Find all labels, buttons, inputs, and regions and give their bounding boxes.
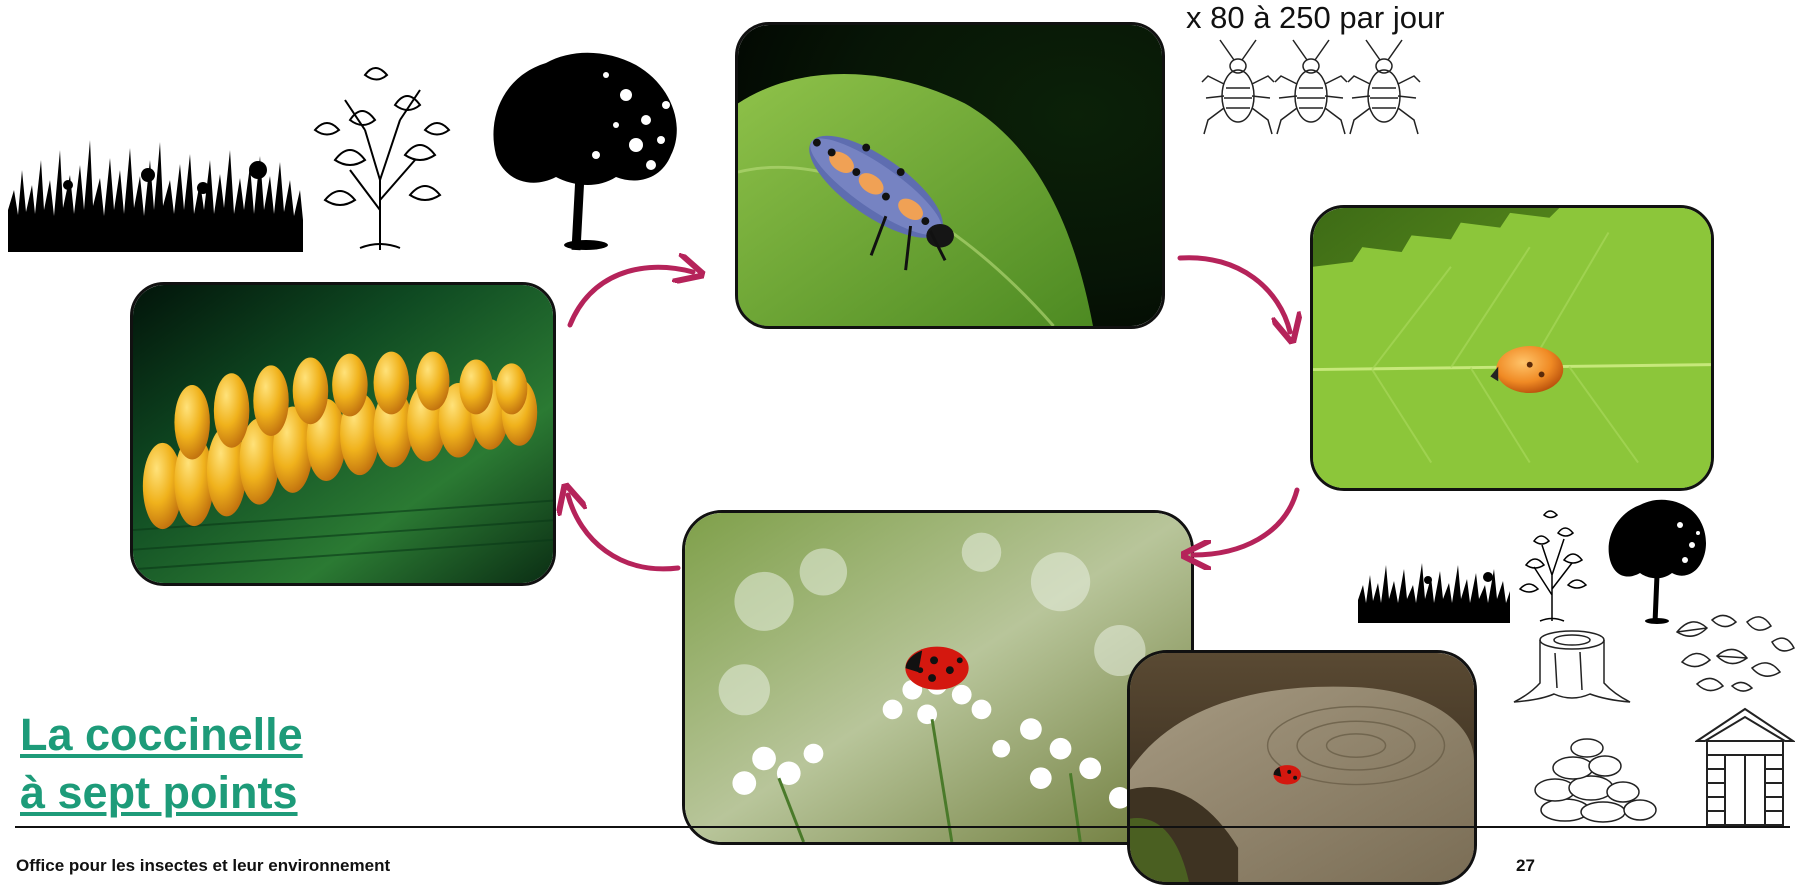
shrub-icon [305, 60, 460, 252]
meadow-silhouette-icon [8, 130, 303, 252]
stump-icon [1510, 628, 1635, 708]
arrow-eggs-to-larva [570, 267, 693, 325]
meadow-silhouette-icon [1358, 555, 1510, 623]
title-line-1[interactable]: La coccinelle [20, 706, 303, 764]
leaves-icon [1672, 612, 1797, 694]
footer-divider [15, 826, 1790, 828]
arrow-larva-to-pupa [1180, 258, 1290, 332]
pupa-photo [1310, 205, 1714, 491]
aphid-consumption-rate: x 80 à 250 par jour [1186, 0, 1445, 36]
shrub-icon [1512, 505, 1592, 623]
aphid-icon [1200, 38, 1430, 140]
page-number: 27 [1516, 856, 1535, 876]
larva-photo [735, 22, 1165, 329]
tree-icon [476, 45, 686, 252]
footer-organization: Office pour les insectes et leur environ… [16, 856, 390, 876]
stone-pile-icon [1525, 738, 1660, 823]
slide-title[interactable]: La coccinelle à sept points [20, 706, 303, 822]
shed-icon [1695, 705, 1795, 827]
adult-ladybird-photo [682, 510, 1194, 845]
egg-cluster-photo [130, 282, 556, 586]
arrow-adult-to-eggs [568, 495, 678, 569]
tree-icon [1600, 495, 1710, 625]
arrow-pupa-to-adult [1193, 490, 1297, 555]
stump-ladybird-photo [1127, 650, 1477, 885]
title-line-2[interactable]: à sept points [20, 764, 303, 822]
